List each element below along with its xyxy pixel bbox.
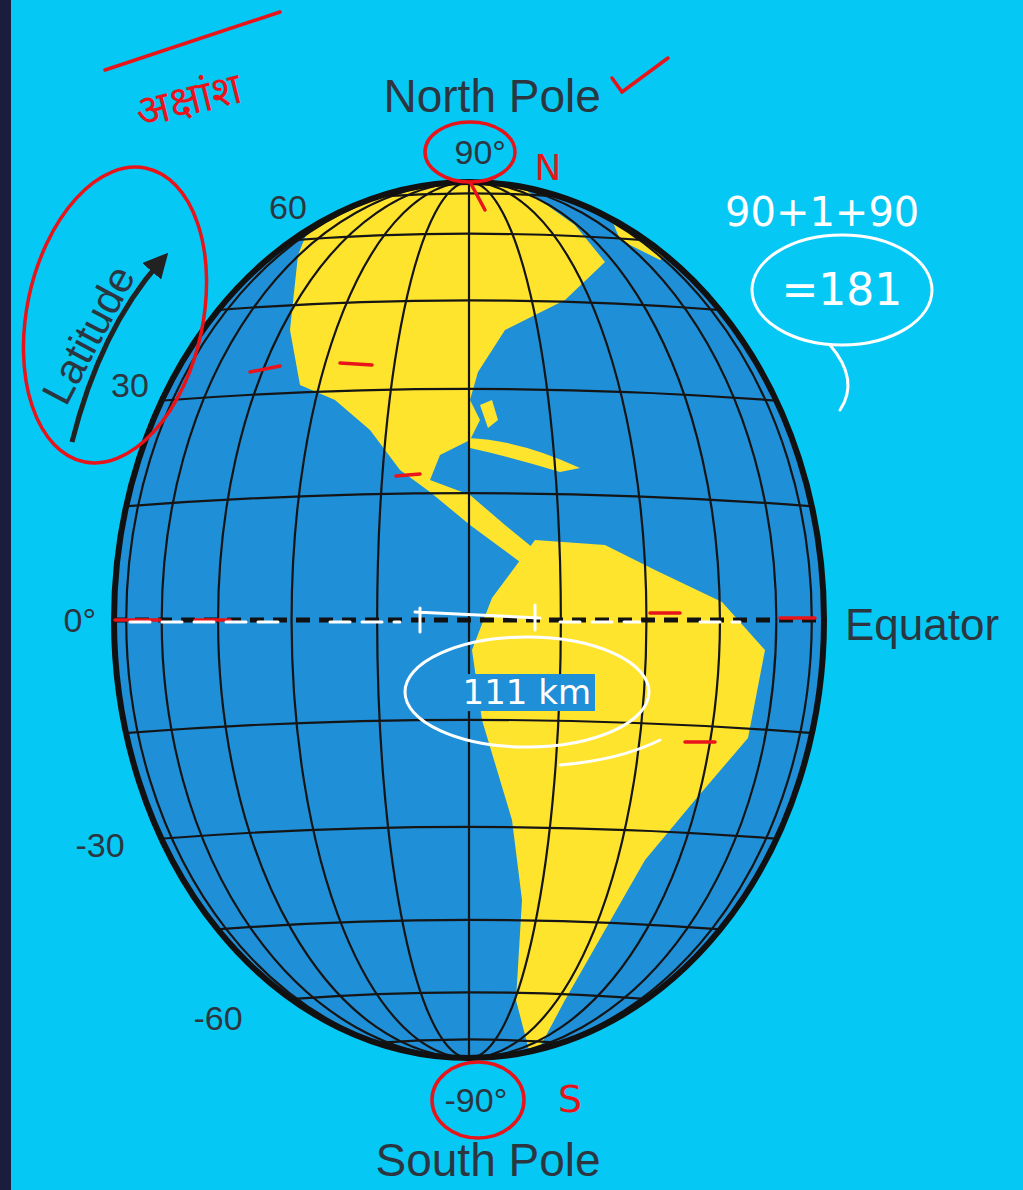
- handwritten-note: =181: [782, 266, 903, 314]
- frame-bar: [0, 0, 11, 1190]
- latitude-circle: [0, 150, 232, 480]
- caribbean-island: [468, 438, 580, 472]
- south-circle: [432, 1062, 524, 1138]
- north-tick: [470, 182, 485, 210]
- handwritten-note: अक्षांश: [130, 64, 246, 137]
- red-annotations: [0, 12, 815, 1138]
- distance-note: 111 km: [459, 674, 596, 711]
- handwritten-note: S: [558, 1079, 582, 1121]
- equator-label: Equator: [845, 601, 999, 649]
- latitude-value: -90°: [445, 1082, 508, 1119]
- latitude-value: -30: [76, 827, 125, 864]
- white-dashes: [130, 621, 740, 624]
- pole-label: South Pole: [376, 1135, 601, 1186]
- result-circle: [752, 235, 932, 345]
- handwritten-note: N: [535, 148, 562, 188]
- white-annotations: [130, 235, 932, 765]
- latitude-value: 60: [269, 189, 307, 226]
- handwritten-note: 90+1+90: [725, 190, 919, 234]
- check-mark: [612, 58, 668, 92]
- north-circle: [425, 122, 515, 182]
- latitude-value: 0°: [64, 602, 97, 639]
- pole-label: North Pole: [384, 71, 601, 122]
- globe-outline: [114, 182, 824, 1058]
- florida: [480, 400, 498, 428]
- degree-span: [415, 605, 540, 632]
- underline-stroke: [105, 12, 280, 70]
- distance-circle: [405, 637, 649, 747]
- latitude-value: 90°: [455, 134, 506, 171]
- latitude-value: -60: [194, 1000, 243, 1037]
- latitude-value: 30: [111, 367, 149, 404]
- result-tail: [830, 345, 848, 410]
- distance-tail: [560, 740, 660, 765]
- red-dashes: [115, 363, 815, 742]
